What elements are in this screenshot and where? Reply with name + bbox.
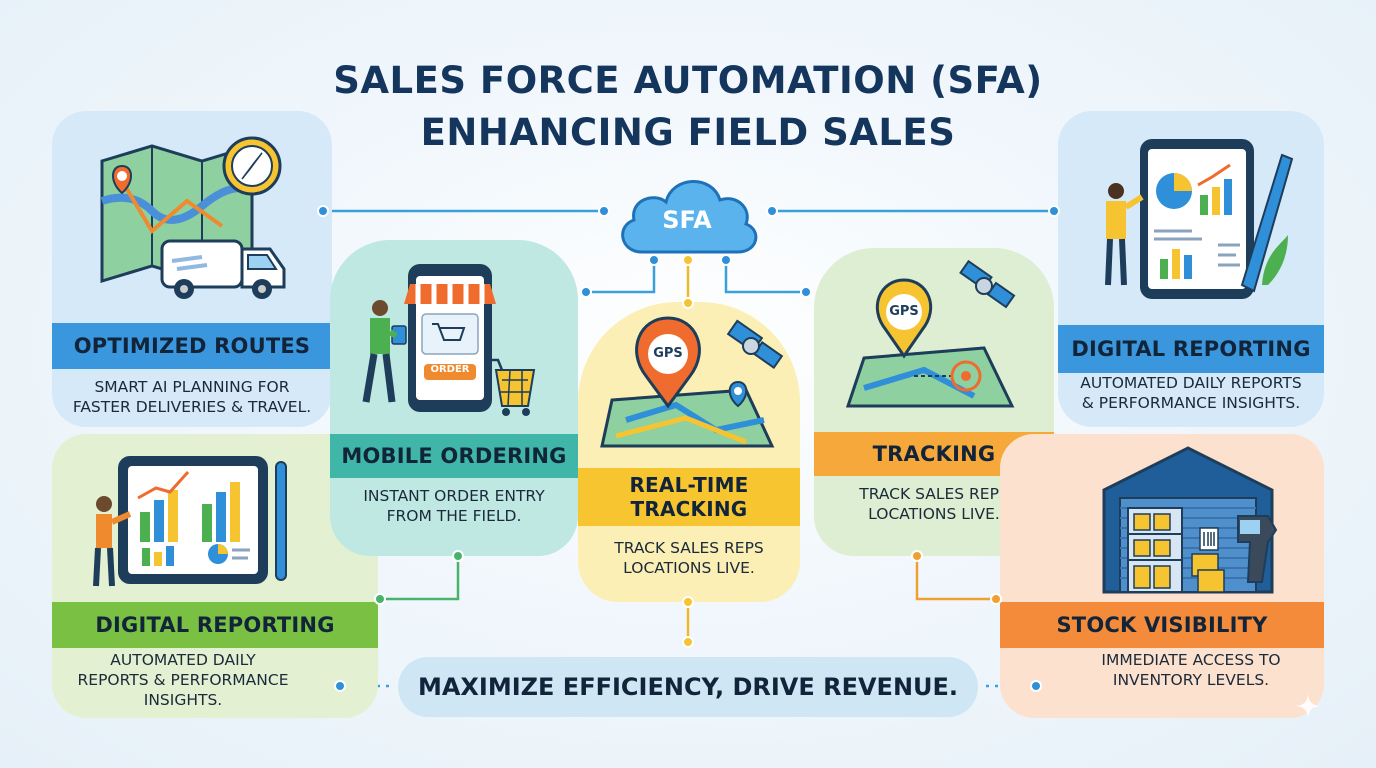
connector-dot [452, 550, 464, 562]
gps-map-icon [600, 316, 784, 448]
connector-dot [720, 254, 732, 266]
cloud-icon [621, 180, 758, 254]
card-digital-reporting-left[interactable]: DIGITAL REPORTING AUTOMATED DAILY REPORT… [52, 434, 378, 718]
warehouse-scanner-icon [1102, 446, 1278, 594]
card-stock-visibility[interactable]: STOCK VISIBILITY IMMEDIATE ACCESS TO INV… [1000, 434, 1324, 718]
digital-reporting-right-title: DIGITAL REPORTING [1058, 325, 1324, 373]
stock-visibility-title: STOCK VISIBILITY [1000, 602, 1324, 648]
connector-dot [682, 254, 694, 266]
connector-dot [911, 550, 923, 562]
optimized-routes-desc: SMART AI PLANNING FOR FASTER DELIVERIES … [72, 378, 312, 416]
real-time-tracking-desc: TRACK SALES REPS LOCATIONS LIVE. [614, 539, 764, 577]
card-mobile-ordering[interactable]: ORDER MOBILE ORDERING INSTANT ORDER ENTR… [330, 240, 578, 556]
order-button-label: ORDER [430, 364, 470, 375]
connector-dot [317, 205, 329, 217]
sparkle-icon [1296, 694, 1320, 718]
connector-dot [1048, 205, 1060, 217]
connector-dot [334, 680, 346, 692]
connector-dot [598, 205, 610, 217]
connector-dot [682, 636, 694, 648]
tracking-desc: TRACK SALES REPS LOCATIONS LIVE. [859, 485, 1009, 523]
footer-tagline: MAXIMIZE EFFICIENCY, DRIVE REVENUE. [398, 657, 978, 717]
connector-dot [682, 297, 694, 309]
connector-dot [648, 254, 660, 266]
connector-dot [766, 205, 778, 217]
tablet-chart-icon [93, 456, 287, 587]
card-digital-reporting-right[interactable]: DIGITAL REPORTING AUTOMATED DAILY REPORT… [1058, 111, 1324, 427]
tablet-report-icon [1105, 139, 1294, 299]
real-time-gps-pin-label: GPS [653, 346, 683, 361]
gps-satellite-icon [845, 259, 1016, 408]
connector-dot [374, 593, 386, 605]
connector-dot [682, 596, 694, 608]
optimized-routes-title: OPTIMIZED ROUTES [52, 323, 332, 369]
mobile-shop-icon [362, 264, 536, 416]
tracking-gps-pin-label: GPS [889, 304, 919, 319]
digital-reporting-left-title: DIGITAL REPORTING [52, 602, 378, 648]
sfa-hub[interactable]: SFA [612, 170, 762, 262]
digital-reporting-left-desc: AUTOMATED DAILY REPORTS & PERFORMANCE IN… [77, 651, 289, 709]
title-line-1: SALES FORCE AUTOMATION (SFA) [333, 59, 1043, 102]
real-time-tracking-title: REAL-TIME TRACKING [578, 468, 800, 526]
connector-dot [800, 286, 812, 298]
digital-reporting-right-desc: AUTOMATED DAILY REPORTS & PERFORMANCE IN… [1080, 374, 1302, 412]
sfa-hub-label: SFA [662, 206, 712, 234]
mobile-ordering-title: MOBILE ORDERING [330, 434, 578, 478]
connector-dot [580, 286, 592, 298]
card-real-time-tracking[interactable]: GPS REAL-TIME TRACKING TRACK SALES REPS … [578, 302, 800, 602]
title-line-2: ENHANCING FIELD SALES [420, 111, 956, 154]
connector-dot [1030, 680, 1042, 692]
stock-visibility-desc: IMMEDIATE ACCESS TO INVENTORY LEVELS. [1101, 651, 1281, 689]
connector-dot [990, 593, 1002, 605]
card-optimized-routes[interactable]: OPTIMIZED ROUTES SMART AI PLANNING FOR F… [52, 111, 332, 427]
mobile-ordering-desc: INSTANT ORDER ENTRY FROM THE FIELD. [363, 487, 545, 525]
map-truck-icon [100, 136, 286, 299]
